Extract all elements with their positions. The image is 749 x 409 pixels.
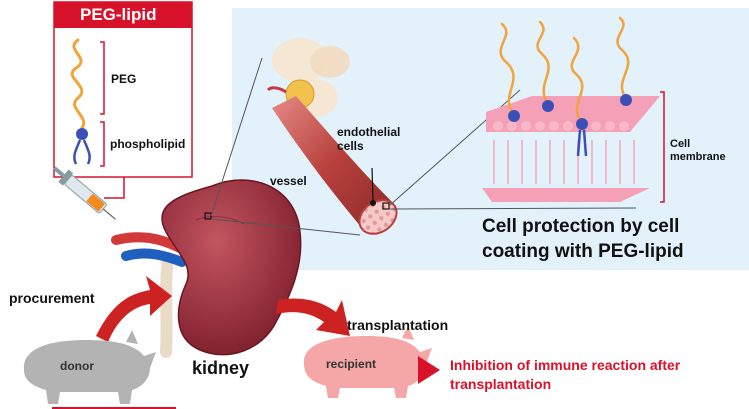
cell-membrane-label: Cell membrane	[670, 138, 726, 163]
procurement-arrow	[96, 276, 172, 342]
syringe-icon	[52, 166, 116, 220]
phospholipid-label: phospholipid	[110, 137, 186, 151]
recipient-label: recipient	[326, 357, 377, 371]
peg-chain-icon	[70, 38, 86, 130]
membrane-caption: Cell protection by cell coating with PEG…	[482, 216, 684, 262]
recipient-pig-icon	[303, 326, 432, 398]
donor-label: donor	[60, 359, 94, 373]
kidney-label: kidney	[192, 358, 250, 378]
outcome-text: Inhibition of immune reaction after tran…	[450, 357, 681, 392]
endothelial-cells-label: endothelial cells	[337, 125, 401, 153]
vessel-label: vessel	[270, 174, 307, 188]
phospholipid-icon	[73, 128, 91, 165]
cell-membrane-illustration	[482, 16, 665, 203]
transplantation-arrow	[276, 298, 350, 336]
peg-lipid-box	[53, 1, 193, 199]
donor-pig-icon	[23, 330, 156, 404]
outcome-pointer-icon	[418, 356, 440, 384]
vessel-illustration	[266, 38, 398, 235]
transplantation-label: transplantation	[347, 317, 449, 333]
peg-lipid-title: PEG-lipid	[80, 5, 157, 24]
procurement-label: procurement	[9, 290, 95, 306]
kidney-illustration	[111, 179, 302, 358]
peg-label: PEG	[111, 72, 137, 86]
